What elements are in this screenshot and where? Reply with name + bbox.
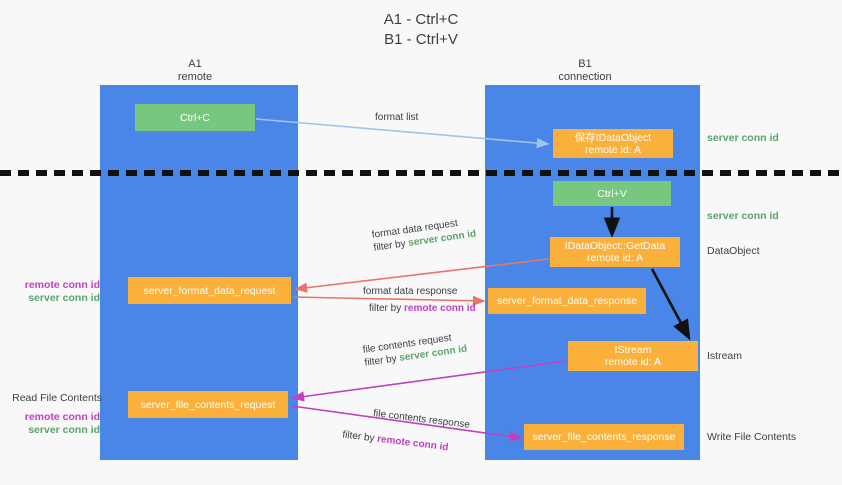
node-server-file-contents-request[interactable]: server_file_contents_request — [128, 391, 288, 418]
lane-b1-subtitle: connection — [558, 71, 612, 83]
node-server-file-contents-request-label: server_file_contents_request — [140, 398, 276, 411]
annotation-istream: Istream — [707, 350, 743, 362]
node-save-idataobject-remote-id: remote id: A — [584, 143, 642, 156]
edge-label-format-data-response-filter: filter by remote conn id — [369, 302, 476, 315]
node-server-format-data-response-label: server_format_data_response — [496, 295, 638, 307]
annotation-remote-conn-id: remote conn id — [24, 411, 100, 423]
node-idataobject-getdata-label: IDataObject::GetData — [564, 240, 666, 252]
filter-prefix: filter by — [369, 303, 405, 314]
annotation-write-file-contents: Write File Contents — [707, 431, 797, 443]
edge-label-file-contents-response: file contents response filter by remote … — [342, 407, 471, 457]
node-ctrl-c[interactable]: Ctrl+C — [135, 104, 255, 131]
filter-prefix: filter by — [341, 429, 378, 445]
node-server-format-data-request[interactable]: server_format_data_request — [128, 277, 291, 304]
lane-b1-name: B1 — [578, 58, 592, 70]
node-save-idataobject-label: 保存IDataObject — [574, 131, 652, 144]
filter-value-remote-conn-id: remote conn id — [404, 303, 476, 314]
lane-header-b1: B1 connection — [500, 58, 670, 84]
lane-header-a1: A1 remote — [115, 58, 275, 84]
edge-label-format-list: format list — [375, 111, 418, 124]
annotation-remote-conn-id: remote conn id — [24, 279, 100, 291]
node-server-file-contents-response-label: server_file_contents_response — [532, 431, 676, 443]
node-server-format-data-response[interactable]: server_format_data_response — [488, 288, 646, 314]
filter-prefix: filter by — [372, 237, 410, 254]
phase-separator-dashed-line — [0, 170, 842, 176]
title-line-2: B1 - Ctrl+V — [384, 31, 458, 48]
edge-label-file-contents-request: file contents request filter by server c… — [362, 330, 468, 370]
annotation-server-conn-id-second: server conn id — [707, 210, 779, 222]
node-ctrl-v-label: Ctrl+V — [597, 187, 627, 200]
edge-label-format-list-text: format list — [375, 112, 419, 123]
node-ctrl-v[interactable]: Ctrl+V — [553, 181, 671, 206]
node-server-file-contents-response[interactable]: server_file_contents_response — [524, 424, 684, 450]
node-ctrl-c-label: Ctrl+C — [179, 111, 211, 124]
edge-label-file-contents-response-filter: filter by remote conn id — [342, 428, 468, 456]
page-title: A1 - Ctrl+C B1 - Ctrl+V — [0, 10, 842, 50]
edge-label-file-contents-response-text: file contents response — [372, 407, 471, 431]
filter-value-remote-conn-id: remote conn id — [376, 433, 449, 454]
annotation-conn-ids-format: remote conn id server conn id — [8, 279, 100, 305]
annotation-read-file-contents: Read File Contents — [12, 392, 102, 404]
node-server-format-data-request-label: server_format_data_request — [143, 284, 276, 297]
node-istream-label: IStream — [614, 344, 652, 356]
node-idataobject-getdata-remote-id: remote id: A — [586, 252, 644, 264]
edge-label-format-data-response: format data response filter by remote co… — [363, 285, 476, 315]
annotation-server-conn-id-top: server conn id — [707, 132, 779, 144]
annotation-dataobject: DataObject — [707, 245, 760, 257]
lane-a1-name: A1 — [188, 58, 202, 70]
edge-label-format-data-response-text: format data response — [363, 286, 458, 297]
node-idataobject-getdata[interactable]: IDataObject::GetData remote id: A — [550, 237, 680, 267]
annotation-conn-ids-file: remote conn id server conn id — [8, 411, 100, 437]
filter-prefix: filter by — [363, 352, 401, 369]
edge-label-format-data-request: format data request filter by server con… — [371, 215, 477, 255]
lane-a1-subtitle: remote — [177, 71, 213, 83]
node-save-idataobject[interactable]: 保存IDataObject remote id: A — [553, 129, 673, 158]
annotation-server-conn-id: server conn id — [28, 424, 100, 436]
node-istream[interactable]: IStream remote id: A — [568, 341, 698, 371]
title-line-1: A1 - Ctrl+C — [383, 11, 459, 28]
annotation-server-conn-id: server conn id — [28, 292, 100, 304]
node-istream-remote-id: remote id: A — [604, 356, 662, 368]
